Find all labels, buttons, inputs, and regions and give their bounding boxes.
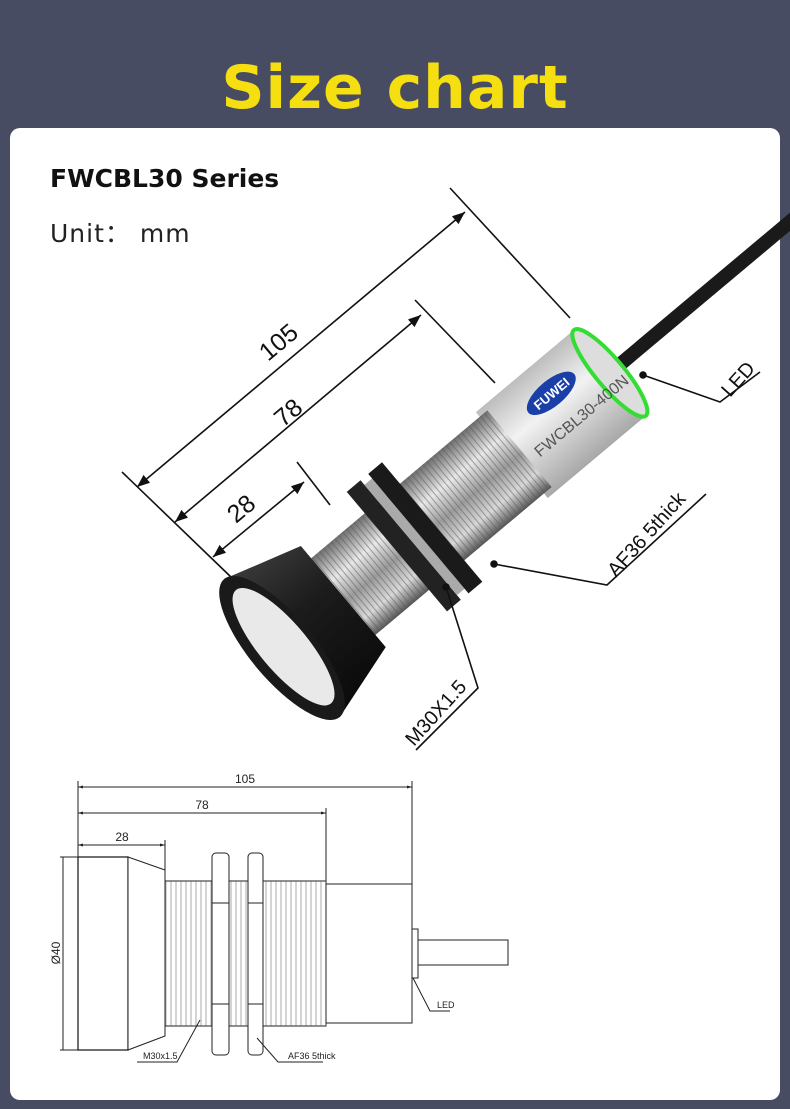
drawing-nut-label: AF36 5thick — [288, 1051, 336, 1061]
led-ring — [570, 327, 650, 419]
technical-drawing — [60, 781, 509, 1063]
render-dim-78: 78 — [269, 393, 308, 432]
drawing-dim-28: 28 — [115, 830, 129, 844]
sensor-face — [232, 587, 335, 706]
drawing-diameter: Ø40 — [49, 941, 63, 964]
cable — [606, 154, 790, 377]
render-dim-105: 105 — [254, 318, 304, 366]
render-callouts — [415, 371, 761, 751]
drawing-dim-105: 105 — [235, 772, 255, 786]
fuwei-logo — [526, 371, 576, 416]
render-led-label: LED — [717, 358, 759, 402]
nut-1 — [346, 480, 461, 612]
drawing-thread-label: M30x1.5 — [143, 1051, 178, 1061]
render-dimensions — [121, 187, 571, 579]
sensor-render: FUWEI FWCBL30-400N — [219, 154, 790, 720]
page-title: Size chart — [221, 53, 569, 123]
render-thread-label: M30X1.5 — [401, 676, 471, 750]
drawing-led-label: LED — [437, 1000, 455, 1010]
nut-2 — [368, 462, 483, 594]
render-nut-label: AF36 5thick — [603, 487, 691, 581]
drawing-dim-78: 78 — [195, 798, 209, 812]
series-name: FWCBL30 Series — [50, 164, 280, 193]
